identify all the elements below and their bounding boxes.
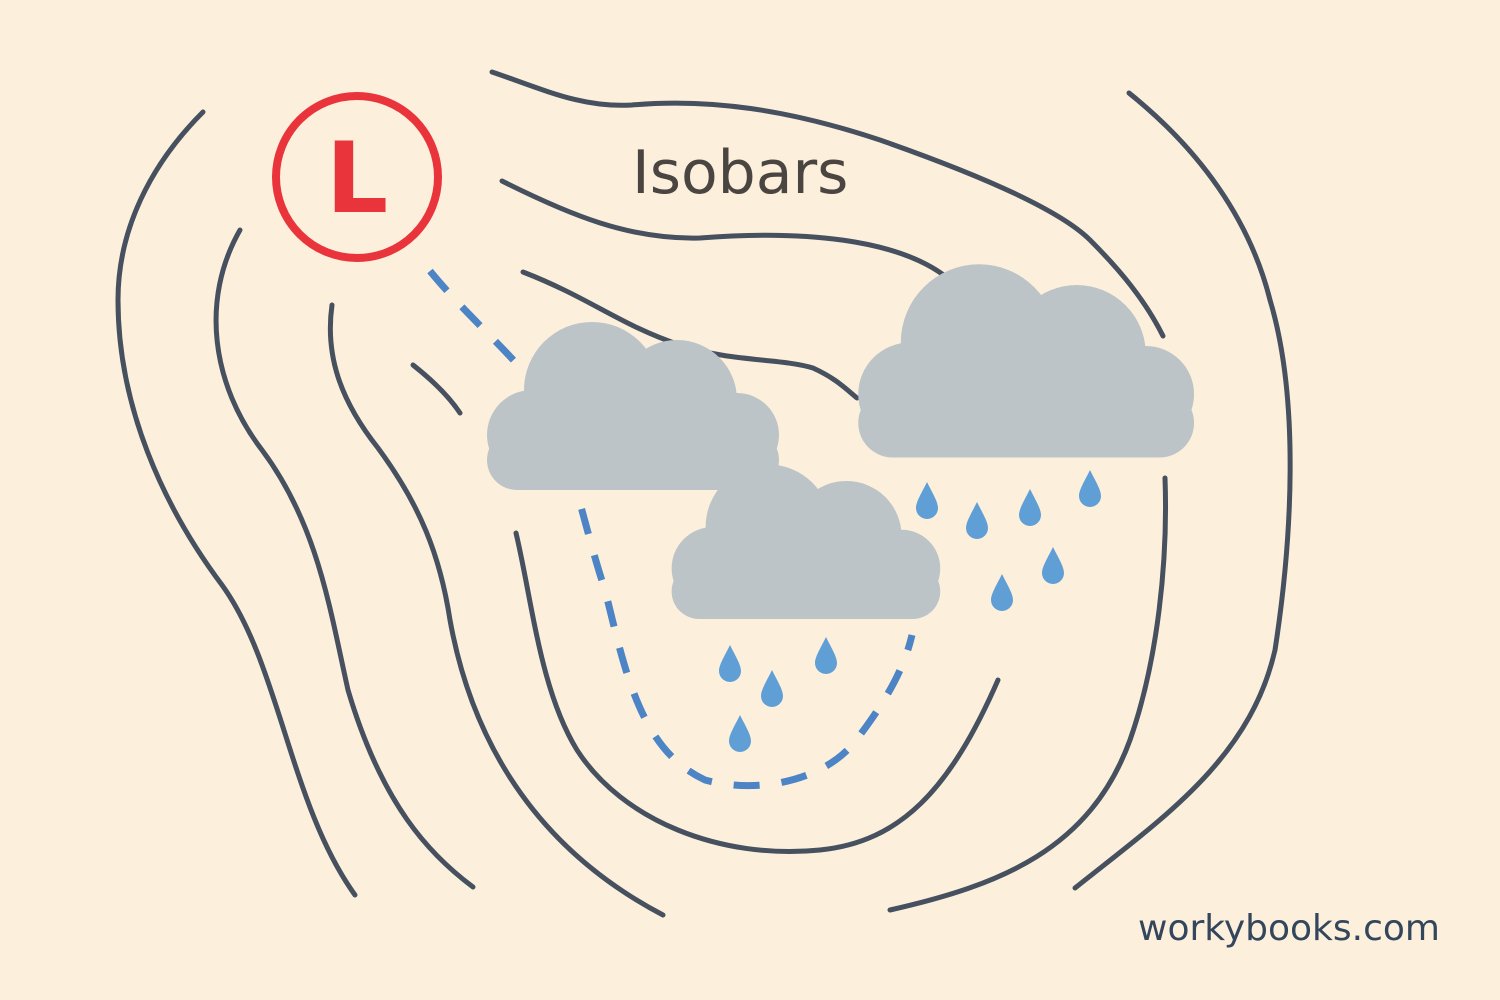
watermark: workybooks.com [1138, 908, 1440, 949]
isobar-line [115, 109, 358, 898]
raindrop-icon [815, 637, 837, 674]
clouds [487, 264, 1195, 619]
isobar-line [1072, 90, 1293, 891]
isobar-line [513, 530, 1001, 855]
raindrop-icon [1079, 470, 1101, 507]
low-pressure-letter: L [326, 122, 388, 236]
isobar-line [213, 227, 476, 890]
rain-cloud-icon [858, 264, 1195, 458]
raindrop-icon [729, 715, 751, 752]
raindrop-icon [916, 482, 938, 519]
low-pressure-symbol-icon: L [272, 92, 442, 262]
isobar-line [327, 302, 666, 918]
isobar-line [410, 362, 463, 416]
rain-cloud-icon [487, 322, 779, 490]
raindrop-icon [991, 574, 1013, 611]
isobar-line [489, 69, 1166, 339]
raindrop-icon [1019, 489, 1041, 526]
raindrop-icon [1042, 547, 1064, 584]
isobar-line [520, 269, 860, 401]
diagram-title: Isobars [632, 138, 848, 208]
raindrop-icon [761, 670, 783, 707]
isobar-lines [115, 69, 1293, 918]
raindrop-icon [719, 645, 741, 682]
low-pressure-circle [272, 92, 442, 262]
isobar-line [887, 475, 1169, 913]
raindrop-icon [966, 502, 988, 539]
